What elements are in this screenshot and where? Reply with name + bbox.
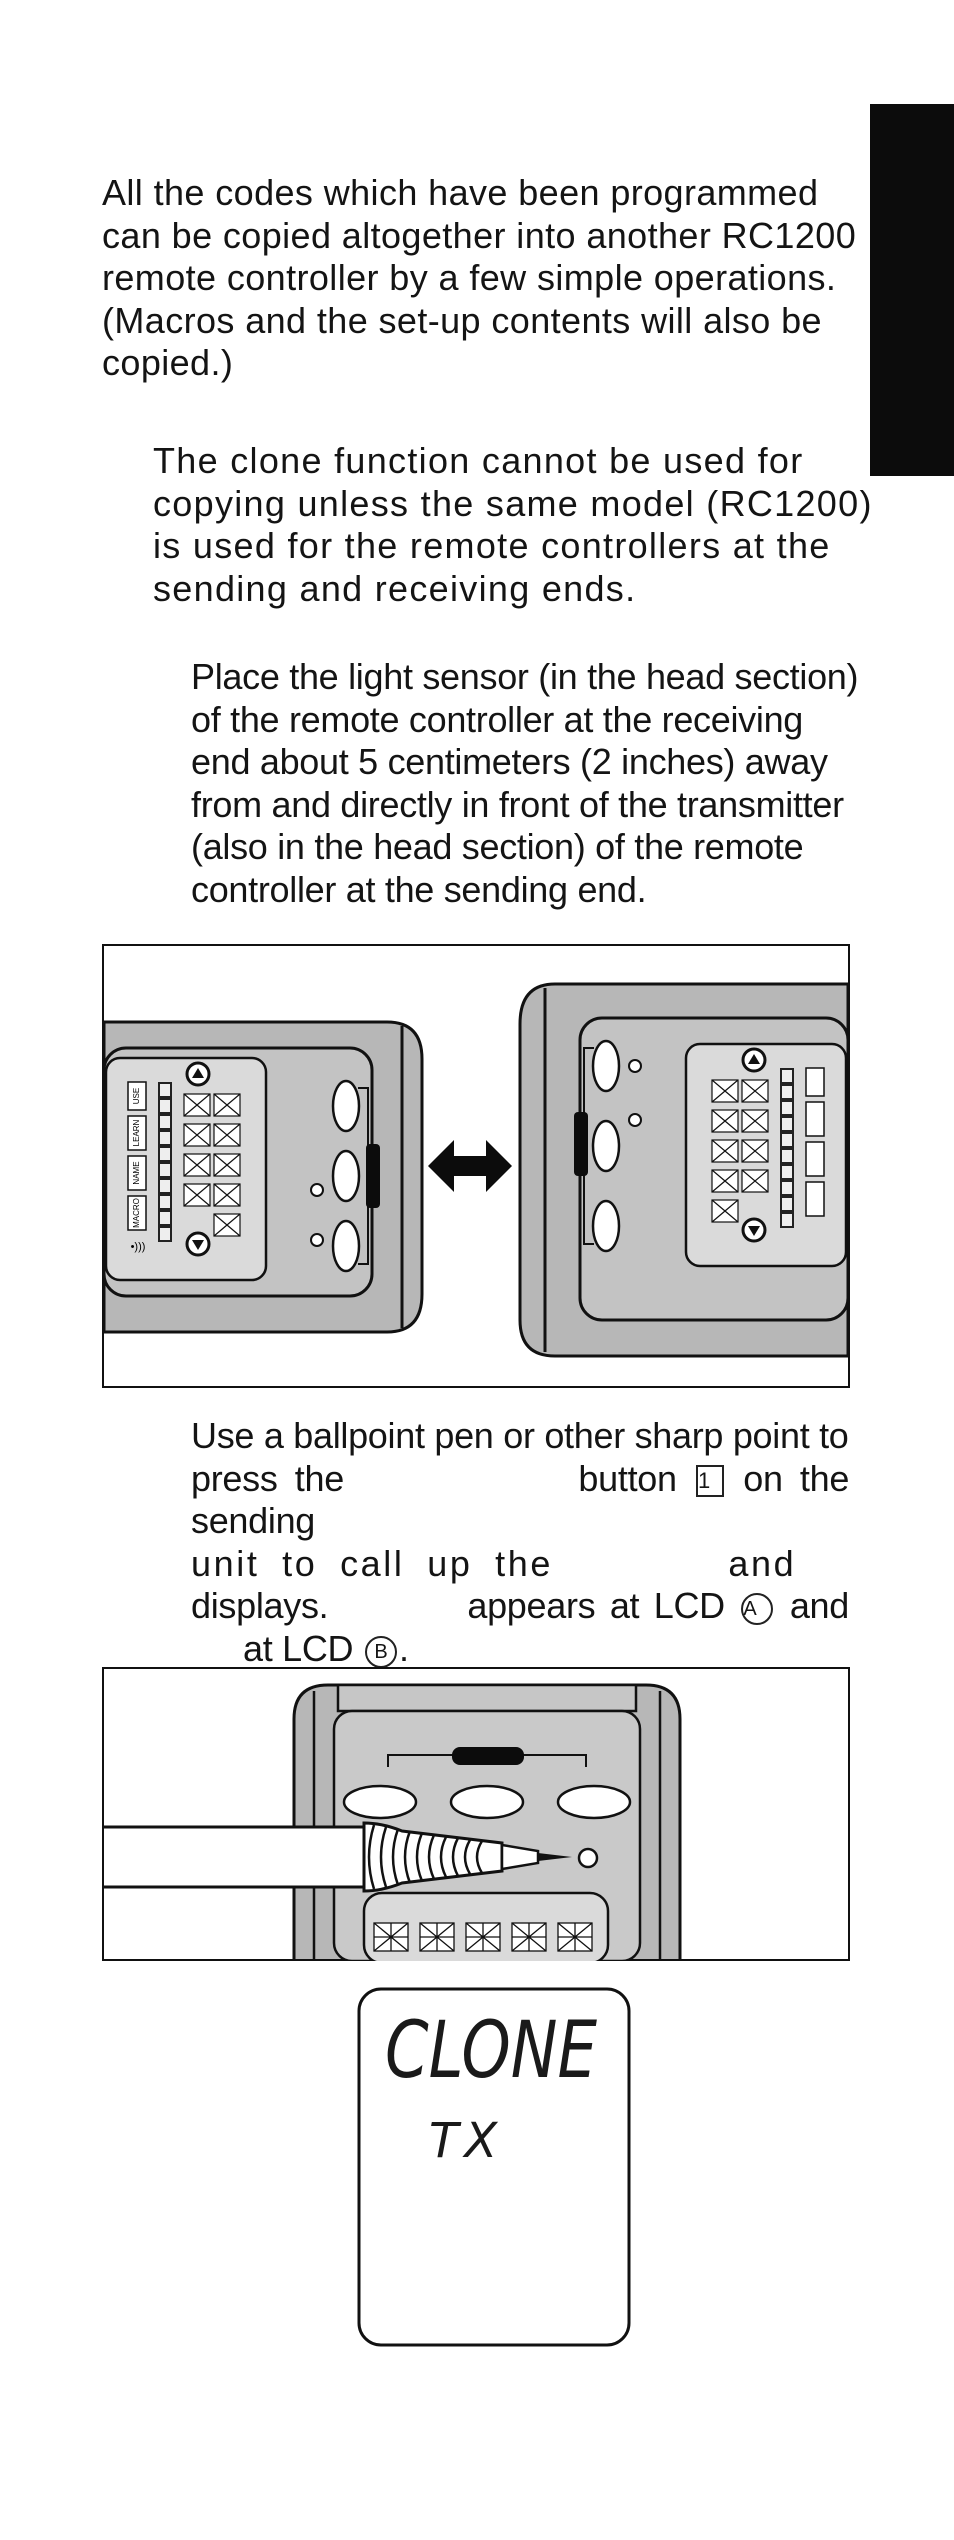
name-label: NAME	[132, 1161, 141, 1184]
learn-label: LEARN	[132, 1119, 141, 1146]
text-line: press the button 1 on the sending	[191, 1457, 850, 1542]
text-line: (also in the head section) of the remote	[191, 826, 804, 867]
text-line: The clone function cannot be used for	[153, 440, 804, 481]
text-line: Use a ballpoint pen or other sharp point…	[191, 1415, 849, 1456]
head-button	[342, 1784, 418, 1820]
text-line: from and directly in front of the transm…	[191, 783, 844, 825]
text-line: (Macros and the set-up contents will als…	[102, 299, 822, 341]
lcd-display: CLONE TX	[357, 1987, 631, 2347]
text-line: Place the light sensor (in the head sect…	[191, 656, 859, 697]
macro-label: MACRO	[132, 1198, 141, 1228]
pen-press-figure	[102, 1667, 850, 1961]
lcd-line1: CLONE	[385, 2006, 598, 2096]
use-label: USE	[132, 1088, 141, 1104]
digit-column	[158, 1082, 172, 1242]
head-button	[556, 1784, 632, 1820]
note-paragraph: The clone function cannot be used for co…	[153, 440, 873, 610]
remote-top-view	[292, 1683, 682, 1961]
text-line: controller at the sending end.	[191, 868, 647, 910]
step1-paragraph: Place the light sensor (in the head sect…	[191, 656, 859, 911]
step-number-box: 1	[695, 1464, 724, 1497]
lcd-b-marker: B	[364, 1635, 397, 1668]
sending-remote: USE LEARN NAME MACRO •)))	[102, 1020, 424, 1334]
ballpoint-pen-icon	[104, 1821, 572, 1893]
lcd-a-marker: A	[741, 1593, 774, 1625]
text-line: All the codes which have been programmed	[102, 172, 819, 213]
text-line: copying unless the same model (RC1200)	[153, 482, 873, 524]
text-line: of the remote controller at the receivin…	[191, 698, 804, 740]
intro-paragraph: All the codes which have been programmed…	[102, 172, 857, 385]
section-tab	[870, 104, 954, 476]
lcd-line2: TX	[429, 2113, 503, 2169]
remote-button-labels: USE LEARN NAME MACRO •)))	[127, 1081, 147, 1253]
text-line: remote controller by a few simple operat…	[102, 257, 837, 298]
text-line: is used for the remote controllers at th…	[153, 525, 831, 566]
text-line: copied.)	[102, 342, 234, 383]
step2-paragraph: Use a ballpoint pen or other sharp point…	[191, 1415, 849, 1670]
clone-button	[577, 1847, 599, 1869]
text-line: sending and receiving ends.	[153, 567, 637, 609]
text-line: end about 5 centimeters (2 inches) away	[191, 741, 828, 782]
transmit-icon: •)))	[131, 1241, 146, 1253]
text-line: at LCD B.	[243, 1627, 409, 1669]
receiving-remote	[518, 982, 850, 1358]
head-button	[449, 1784, 525, 1820]
transfer-arrow-icon	[428, 1140, 512, 1192]
text-line: can be copied altogether into another RC…	[102, 214, 857, 256]
text-line: unit to call up the and	[191, 1542, 797, 1584]
text-line: displays. appears at LCD A and	[191, 1585, 849, 1626]
remotes-facing-figure: USE LEARN NAME MACRO •)))	[102, 944, 850, 1388]
segment-display	[183, 1093, 241, 1237]
clone-indicator	[452, 1747, 524, 1765]
segment-display	[373, 1922, 593, 1952]
